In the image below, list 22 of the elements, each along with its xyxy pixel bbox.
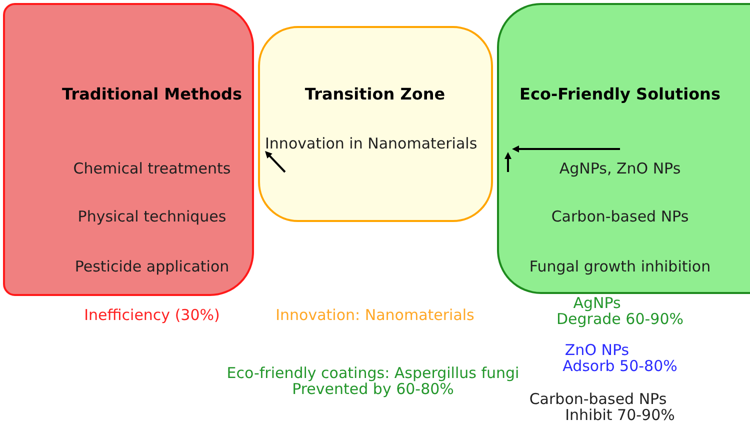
annotation-text: Carbon-based NPs <box>529 391 667 407</box>
panel-heading: Traditional Methods <box>62 84 242 104</box>
panel-item-text: AgNPs, ZnO NPs <box>559 160 681 178</box>
annotation-text: Degrade 60-90% <box>556 311 684 327</box>
rounded-panel <box>258 26 493 222</box>
annotation-text: Innovation: Nanomaterials <box>276 307 474 323</box>
panel-item-text: Physical techniques <box>78 208 226 226</box>
panel-item-text: Chemical treatments <box>73 160 231 178</box>
annotation-text: Adsorb 50-80% <box>562 358 678 374</box>
panel-item-text: Pesticide application <box>74 258 230 276</box>
panel-heading: Eco-Friendly Solutions <box>520 84 720 104</box>
panel-item-text: Innovation in Nanomaterials <box>265 136 478 152</box>
panel-caption: Inefficiency (30%) <box>84 307 220 323</box>
rounded-panel <box>3 3 254 296</box>
annotation-text: ZnO NPs <box>564 342 630 358</box>
rounded-panel <box>497 3 750 294</box>
panel-item-text: Fungal growth inhibition <box>529 258 711 276</box>
panel-item-text: Carbon-based NPs <box>551 208 689 226</box>
annotation-text: AgNPs <box>573 295 621 311</box>
annotation-text: Eco-friendly coatings: Aspergillus fungi Prevented by 60-80% <box>226 365 520 397</box>
panel-heading: Transition Zone <box>304 84 446 104</box>
annotation-text: Inhibit 70-90% <box>565 407 675 423</box>
